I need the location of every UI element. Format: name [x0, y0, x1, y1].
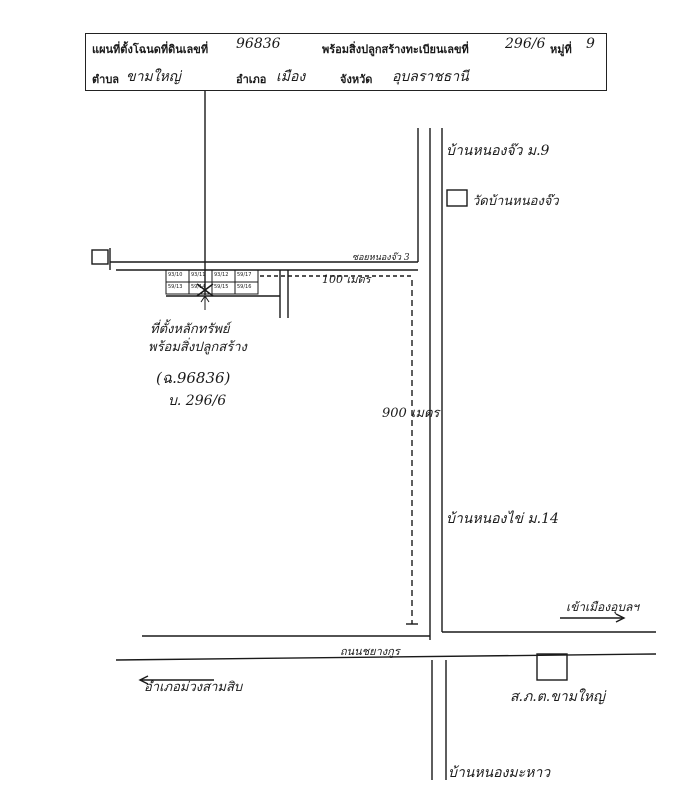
moo-number: 9	[586, 36, 595, 52]
main-road-bottom	[115, 653, 657, 661]
parcel-label-line-2: พร้อมสิ่งปลูกสร้าง	[148, 340, 247, 355]
to-city-arrowhead	[615, 613, 626, 623]
province-value: อุบลราชธานี	[392, 69, 469, 85]
distance-soi-label: 100 เมตร	[322, 273, 371, 286]
parcel-deed-label: (ฉ.96836)	[156, 369, 231, 387]
district-value: เมือง	[276, 69, 306, 85]
moo-label: หมู่ที่	[550, 43, 572, 56]
village-north-label: บ้านหนองจ๊ว ม.9	[446, 143, 550, 159]
parcel-cell: 59/14	[191, 284, 206, 290]
main-road-label: ถนนชยางกูร	[340, 645, 400, 658]
parcel-cell: 93/11	[191, 272, 206, 278]
parcel-cell: 59/16	[237, 284, 252, 290]
with-building-label: พร้อมสิ่งปลูกสร้างทะเบียนเลขที่	[322, 43, 469, 56]
to-city-label: เข้าเมืองอุบลฯ	[566, 600, 640, 614]
building-number: 296/6	[505, 36, 546, 52]
parcel-cell: 93/10	[168, 272, 183, 278]
stub-box	[91, 249, 109, 265]
to-district-label: อำเภอม่วงสามสิบ	[144, 680, 243, 695]
province-label: จังหวัด	[340, 73, 373, 86]
parcel-cell: 59/15	[214, 284, 229, 290]
temple-label: วัดบ้านหนองจ๊ว	[472, 194, 559, 209]
to-district-arrowhead	[138, 675, 149, 685]
parcel-grid	[165, 269, 259, 310]
parcel-house-label: บ. 296/6	[168, 393, 227, 409]
soi-name-label: ซอยหนองจ๊ว 3	[352, 253, 410, 263]
village-mid-label: บ้านหนองไข่ ม.14	[446, 511, 559, 527]
district-label: อำเภอ	[236, 73, 267, 86]
village-south-label: บ้านหนองมะหาว	[448, 765, 551, 781]
deed-number: 96836	[236, 36, 281, 52]
police-station-box	[536, 653, 568, 681]
parcel-label-line-1: ที่ตั้งหลักทรัพย์	[150, 322, 230, 337]
parcel-cell: 93/12	[214, 272, 229, 278]
parcel-cell: 59/17	[237, 272, 252, 278]
temple-box	[446, 189, 468, 207]
subdistrict-value: ขามใหญ่	[126, 69, 181, 85]
subdistrict-label: ตำบล	[92, 73, 120, 86]
parcel-cell: 59/13	[168, 284, 183, 290]
police-station-label: ส.ภ.ต.ขามใหญ่	[510, 689, 605, 705]
map-label: แผนที่ตั้งโฉนดที่ดินเลขที่	[92, 43, 209, 56]
header-box: แผนที่ตั้งโฉนดที่ดินเลขที่ 96836 พร้อมสิ…	[85, 33, 607, 91]
distance-main-label: 900 เมตร	[382, 406, 440, 421]
